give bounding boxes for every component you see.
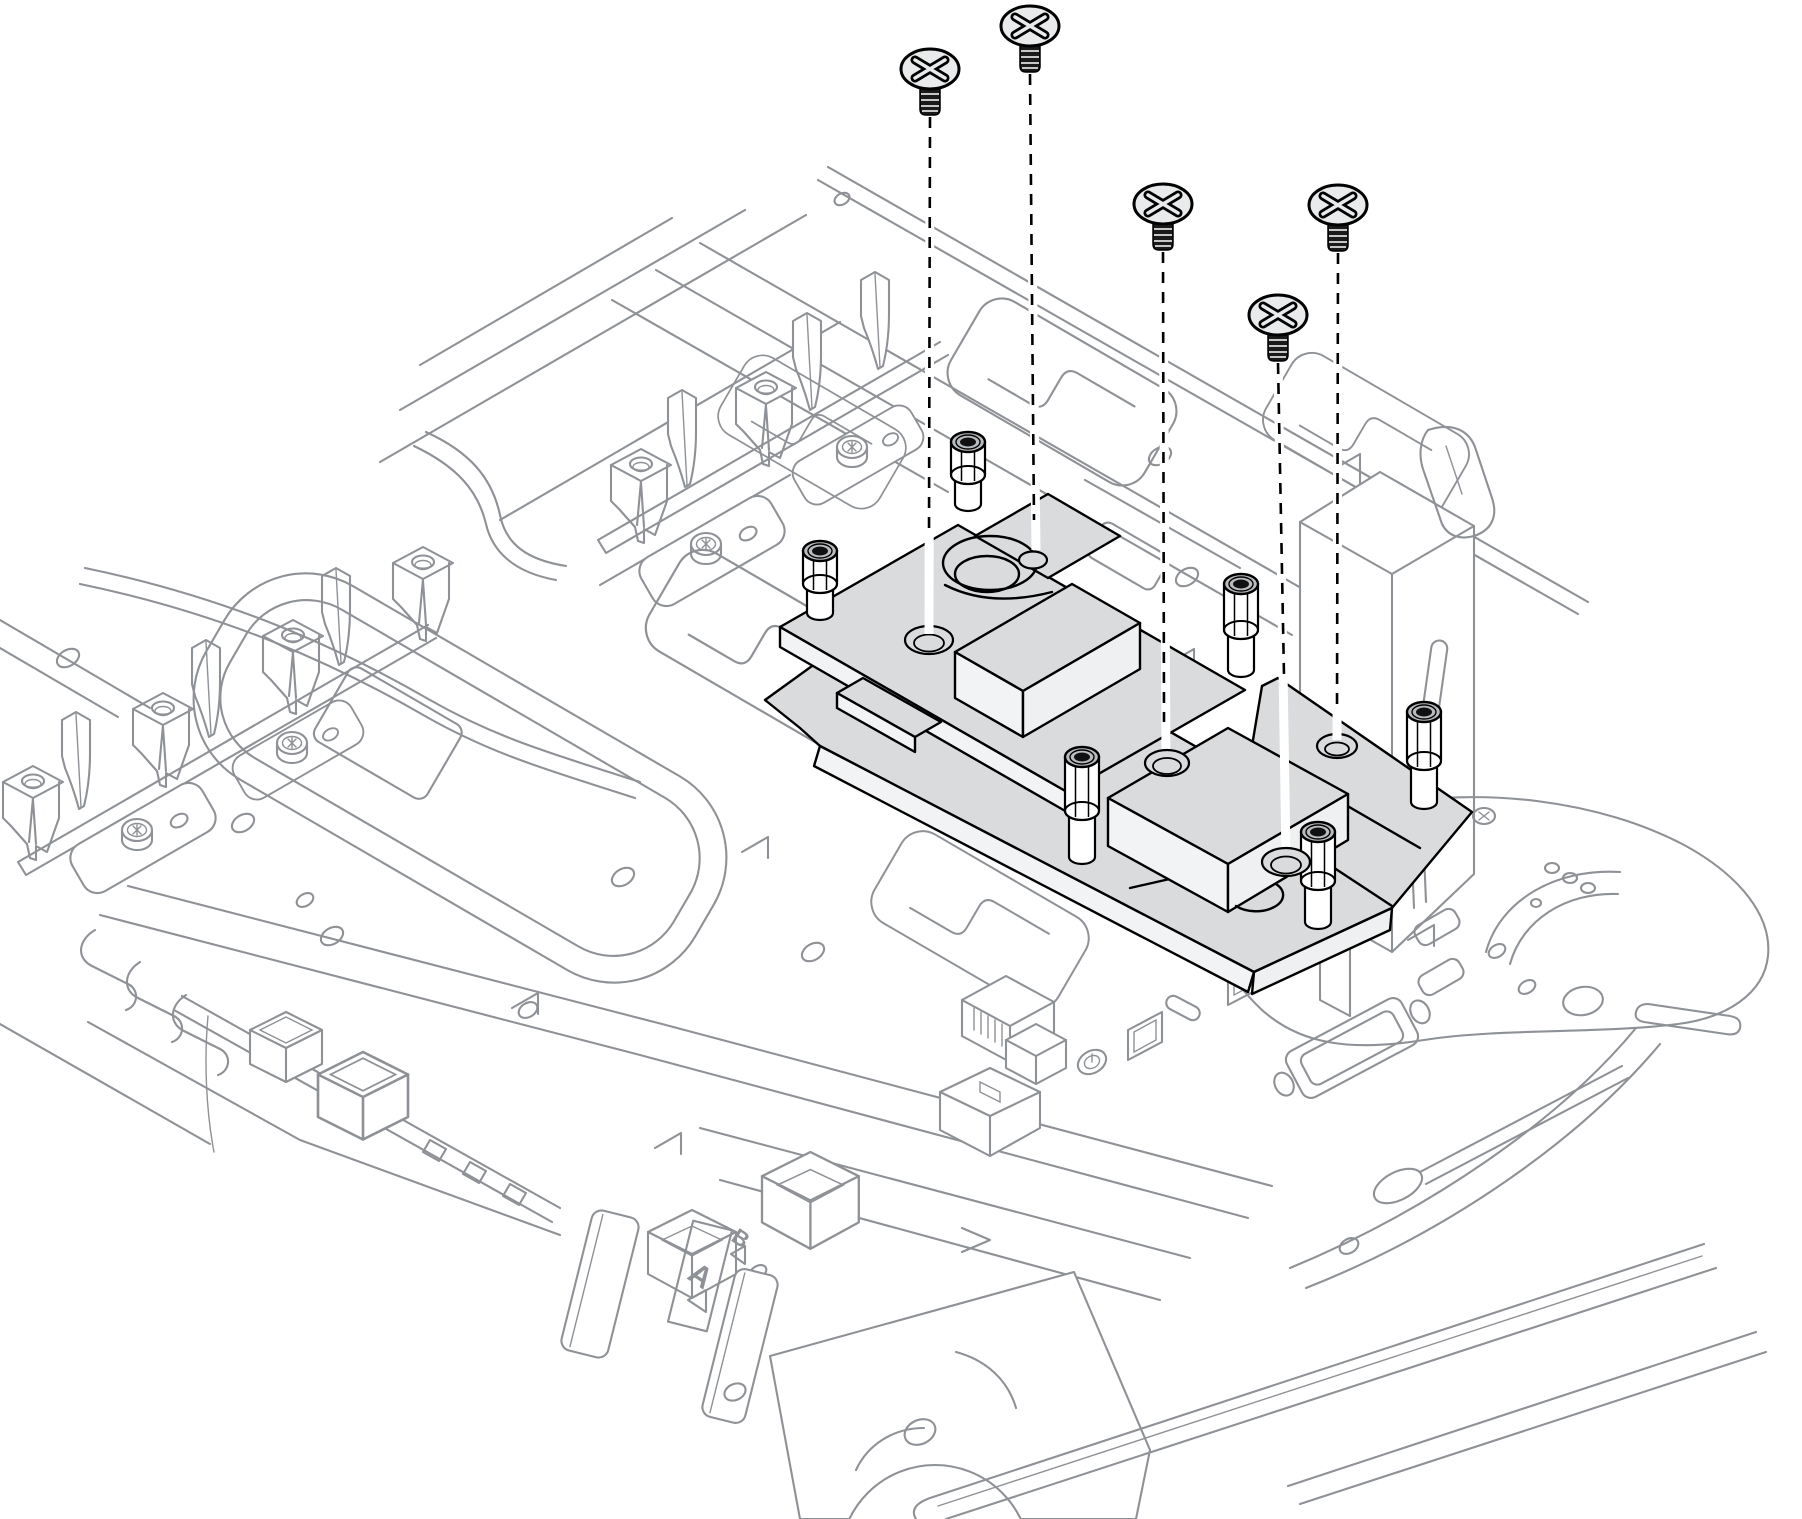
latch-tab-a — [560, 1209, 640, 1359]
step-notch — [1260, 846, 1312, 878]
screw-1-leader-line — [927, 116, 932, 537]
standoff-1 — [949, 430, 987, 513]
usb-c-port — [1165, 994, 1201, 1022]
retention-clip-rail-2 — [1, 545, 455, 900]
board-connectors — [172, 974, 1068, 1224]
leader-lines — [927, 73, 1340, 723]
screw-2-guide-stripe — [1025, 69, 1041, 551]
port-notch — [1017, 550, 1049, 570]
standoff-6 — [1299, 820, 1337, 931]
standoffs-layer — [801, 430, 1443, 931]
screw-targets — [1017, 550, 1312, 878]
screw-1-guide-stripe — [924, 112, 935, 635]
vga-connector — [1273, 997, 1431, 1099]
latch-tab-b — [701, 1268, 779, 1424]
cold-plate-front-face — [812, 744, 1256, 994]
power-button — [1076, 1048, 1108, 1076]
standoff-5 — [1405, 700, 1443, 811]
chassis-linework: A B — [0, 165, 1770, 1519]
hose-clip — [1419, 425, 1496, 539]
screw-4 — [1249, 295, 1307, 361]
standoff-4 — [1222, 572, 1260, 679]
screw-2 — [1001, 6, 1059, 72]
screw-5-leader-line — [1335, 252, 1340, 714]
bottom-bracket — [768, 1270, 1152, 1519]
screw-5 — [1309, 185, 1367, 251]
coolant-tubes — [912, 1064, 1768, 1519]
retention-clip-rail-1 — [596, 270, 950, 613]
gpu-block-1 — [953, 582, 1142, 739]
rj45-port — [938, 1066, 1042, 1158]
standoff-3 — [1063, 745, 1101, 866]
ethernet-cage-2 — [760, 1150, 860, 1250]
sd-slot — [1126, 1010, 1164, 1062]
screw-2-leader-line — [1028, 73, 1036, 521]
screw-3 — [1134, 184, 1192, 250]
receptacle — [1004, 1022, 1068, 1086]
standoff-2 — [801, 539, 839, 622]
block2-notch — [1143, 748, 1191, 778]
racetrack-channel — [192, 572, 728, 984]
screw-4-leader-line — [1276, 362, 1286, 677]
kidney-slot — [1634, 1002, 1742, 1036]
screw-1 — [901, 49, 959, 115]
screws-layer — [901, 6, 1367, 361]
